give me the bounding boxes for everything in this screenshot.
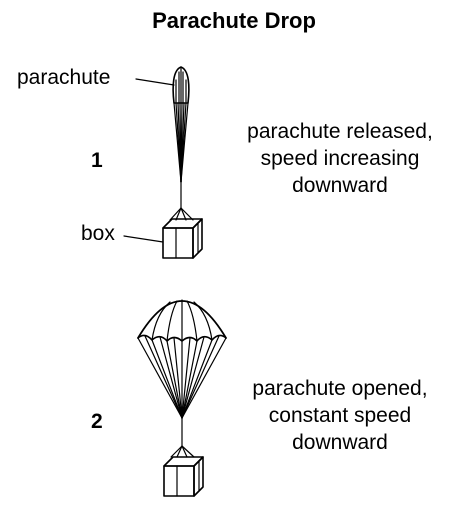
stage-1-description-line: speed increasing	[260, 147, 420, 170]
stage-1-description-line: parachute released,	[247, 120, 433, 143]
open-parachute-icon	[137, 299, 227, 447]
stage-2-description-line: constant speed	[268, 404, 412, 427]
stage-2-description-line: parachute opened,	[252, 377, 428, 400]
stage-2-number: 2	[91, 410, 103, 433]
box-icon	[162, 207, 203, 259]
box-label: box	[81, 222, 115, 245]
box-icon-2	[163, 445, 204, 497]
closed-parachute-icon	[172, 66, 190, 209]
stage-1-number: 1	[91, 149, 103, 172]
stage-1-description: parachute released, speed increasing dow…	[225, 118, 455, 199]
diagram-title: Parachute Drop	[152, 8, 316, 33]
parachute-label: parachute	[17, 66, 111, 89]
stage-2-description-line: downward	[292, 431, 388, 454]
stage-2-description: parachute opened, constant speed downwar…	[225, 375, 455, 456]
box-leader-line	[123, 235, 164, 243]
stage-1-description-line: downward	[292, 174, 388, 197]
parachute-leader-line	[135, 78, 175, 86]
